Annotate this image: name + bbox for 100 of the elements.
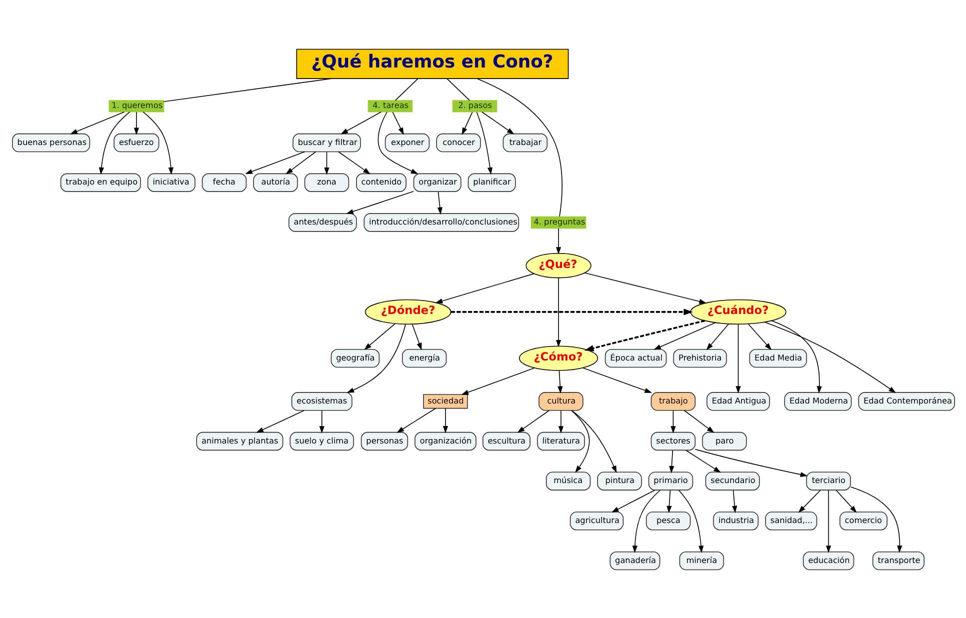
arrow — [142, 111, 173, 174]
arrow — [653, 322, 716, 350]
node-box: autoría — [252, 172, 298, 192]
arrow — [285, 150, 316, 174]
node-box: sectores — [650, 431, 696, 450]
arrow — [747, 323, 772, 350]
node-box: Época actual — [604, 348, 666, 368]
node-box: terciario — [806, 471, 850, 490]
arrow — [324, 151, 329, 174]
node-box: trabajo en equipo — [60, 172, 140, 192]
arrow — [364, 322, 396, 350]
node-box: ganadería — [609, 550, 660, 570]
node-box: antes/después — [288, 212, 356, 232]
arrow — [346, 190, 414, 214]
node-box: pesca — [645, 511, 690, 530]
node-box: conocer — [436, 132, 480, 152]
node-box: secundario — [704, 471, 760, 490]
arrow — [683, 410, 714, 432]
node-box: iniciativa — [146, 172, 195, 192]
arrow — [434, 272, 534, 303]
node-box: educación — [802, 550, 854, 570]
arrow — [338, 150, 370, 174]
arrow — [694, 448, 808, 477]
arrow — [555, 227, 561, 254]
arrow — [516, 410, 550, 432]
arrow — [396, 407, 436, 432]
node-box: trabajar — [502, 132, 548, 152]
node-ellipse: ¿Qué? — [525, 252, 591, 278]
arrow — [584, 319, 705, 351]
arrow — [98, 111, 130, 174]
arrow — [436, 191, 442, 214]
node-box: Edad Contemporánea — [858, 392, 954, 410]
node-box: cultura — [538, 392, 583, 410]
arrow — [798, 489, 820, 512]
arrow — [570, 410, 590, 472]
arrow — [668, 450, 674, 473]
node-box: geografía — [330, 348, 380, 368]
node-box: literatura — [536, 431, 584, 450]
connector — [476, 78, 562, 216]
node-box: sanidad,... — [764, 511, 817, 530]
node-box: pintura — [596, 471, 642, 490]
arrow — [764, 321, 896, 393]
node-box: trabajo — [650, 392, 696, 410]
arrow — [461, 111, 472, 134]
node-box: 4. tareas — [367, 100, 412, 112]
arrow — [481, 111, 514, 134]
node-box: paro — [702, 431, 746, 450]
node-box: suelo y clima — [289, 431, 354, 450]
arrow — [610, 489, 655, 512]
node-box: Edad Antigua — [706, 392, 770, 410]
arrow — [770, 320, 822, 394]
arrow — [685, 449, 720, 472]
node-box: buscar y filtrar — [292, 132, 360, 152]
arrow — [558, 410, 564, 433]
arrow — [340, 111, 381, 134]
node-box: ecosistemas — [290, 392, 352, 410]
node-box: Edad Moderna — [784, 392, 852, 410]
arrow — [632, 489, 660, 552]
node-box: primario — [648, 471, 693, 490]
arrow — [244, 150, 305, 174]
node-box: animales y plantas — [196, 431, 283, 450]
node-box: buenas personas — [12, 132, 90, 152]
node-box: sociedad — [422, 394, 468, 408]
connector — [394, 78, 418, 100]
arrow — [735, 323, 740, 393]
arrow — [670, 410, 676, 433]
arrow — [377, 111, 418, 174]
node-box: comercio — [839, 511, 887, 530]
arrow — [555, 277, 561, 347]
node-box: 2. pasos — [452, 100, 497, 112]
node-box: minería — [678, 550, 724, 570]
node-box: industria — [712, 511, 758, 530]
node-box: transporte — [872, 550, 924, 570]
node-box: planificar — [467, 172, 516, 192]
node-box: contenido — [356, 172, 406, 192]
arrow — [346, 323, 406, 392]
arrow — [825, 489, 831, 552]
arrow — [442, 408, 448, 433]
connector — [162, 78, 332, 102]
node-box: organización — [414, 431, 476, 450]
arrow — [476, 111, 492, 174]
arrow — [835, 489, 856, 512]
node-box: fecha — [201, 172, 246, 192]
arrow — [133, 111, 138, 135]
node-box: introducción/desarrollo/conclusiones — [363, 212, 519, 232]
connector — [446, 78, 470, 100]
node-box: Edad Media — [748, 348, 806, 368]
arrow — [582, 367, 652, 392]
node-box: Prehistoria — [672, 348, 726, 368]
node-box: 1. queremos — [108, 100, 164, 112]
arrow — [450, 308, 692, 315]
node-box: personas — [360, 431, 408, 450]
node-box: exponer — [384, 132, 430, 152]
arrow — [678, 489, 704, 553]
node-box: agricultura — [569, 511, 624, 530]
node-box: esfuerzo — [113, 132, 159, 152]
node-box: escultura — [482, 431, 530, 450]
arrow — [411, 323, 422, 350]
arrow — [318, 410, 324, 433]
arrow — [392, 111, 404, 134]
